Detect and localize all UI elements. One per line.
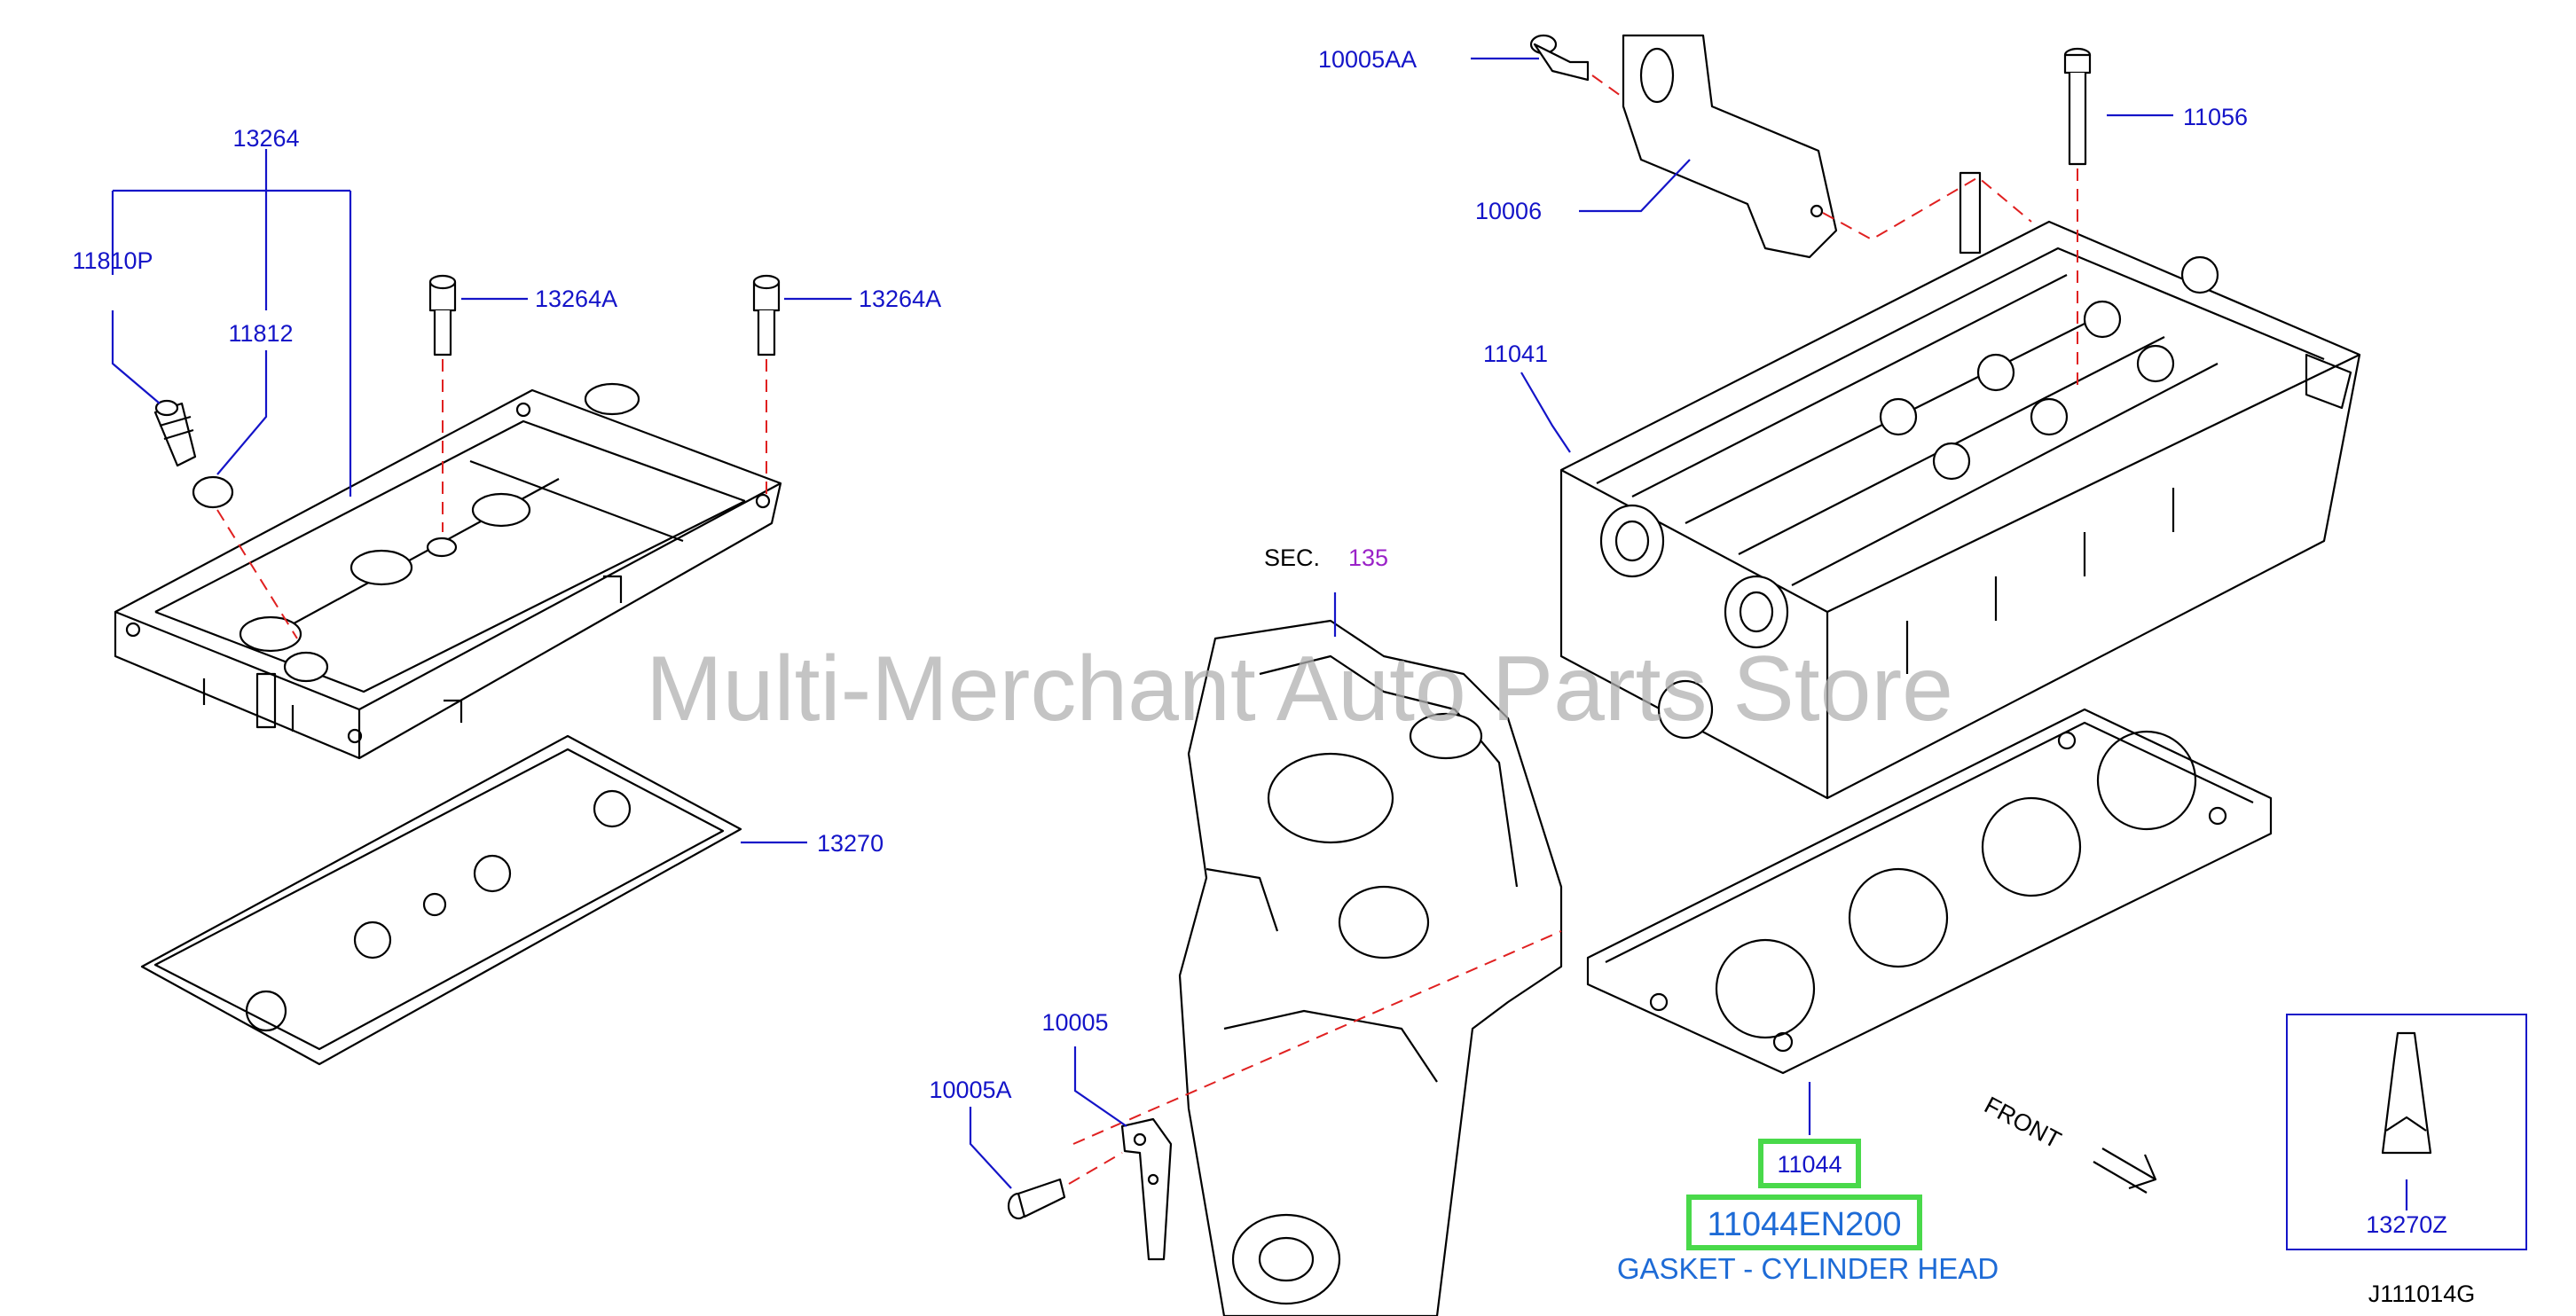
callout-10005: 10005 xyxy=(1041,1009,1108,1036)
callout-13264A-left: 13264A xyxy=(535,286,617,312)
callout-11812: 11812 xyxy=(228,320,293,347)
head-bolt-drawing xyxy=(2063,47,2092,166)
pcv-valve-drawing xyxy=(153,399,197,467)
section-ref-prefix: SEC. xyxy=(1264,544,1320,571)
rocker-cover-gasket-drawing xyxy=(140,734,742,1066)
front-cover-drawing xyxy=(1178,619,1563,1316)
front-cover-bracket-drawing xyxy=(1120,1117,1173,1261)
cover-bolt-left-drawing xyxy=(428,274,457,356)
bracket-bolt-upper-drawing xyxy=(1529,34,1590,82)
cover-bolt-right-drawing xyxy=(752,274,781,356)
watermark: Multi-Merchant Auto Parts Store xyxy=(646,638,1953,740)
inset-box-13270Z xyxy=(2286,1014,2527,1250)
sealant-tube-icon xyxy=(2381,1031,2432,1155)
engine-bracket-drawing xyxy=(1622,34,1838,259)
callout-11810P: 11810P xyxy=(72,247,153,274)
callout-10005A: 10005A xyxy=(929,1077,1011,1103)
front-arrow-icon xyxy=(2093,1148,2157,1194)
callout-13264: 13264 xyxy=(232,125,299,152)
bracket-bolt-lower-drawing xyxy=(1007,1178,1066,1220)
callout-11044-highlight xyxy=(1758,1139,1861,1188)
callout-11056: 11056 xyxy=(2183,104,2248,130)
selected-part-number[interactable]: 11044EN200 xyxy=(1707,1206,1901,1243)
cylinder-head-gasket-drawing xyxy=(1586,708,2273,1075)
callout-13270Z: 13270Z xyxy=(2366,1211,2447,1238)
callout-13270: 13270 xyxy=(817,830,884,857)
front-label: FRONT xyxy=(1980,1092,2065,1154)
callout-leaders xyxy=(111,57,2408,1210)
callout-10005AA: 10005AA xyxy=(1318,46,1417,73)
diagram-code: J111014G xyxy=(2368,1281,2476,1307)
callout-11044[interactable]: 11044 xyxy=(1777,1151,1842,1178)
selected-part-highlight xyxy=(1686,1195,1922,1250)
grommet-drawing xyxy=(192,475,234,509)
selected-part-description: GASKET - CYLINDER HEAD xyxy=(1617,1252,1999,1285)
callout-10006: 10006 xyxy=(1475,198,1542,224)
section-ref-number: 135 xyxy=(1348,544,1388,571)
rocker-cover-drawing xyxy=(114,382,782,760)
callout-13264A-right: 13264A xyxy=(859,286,941,312)
callout-11041: 11041 xyxy=(1483,341,1548,367)
cylinder-head-drawing xyxy=(1559,171,2361,800)
